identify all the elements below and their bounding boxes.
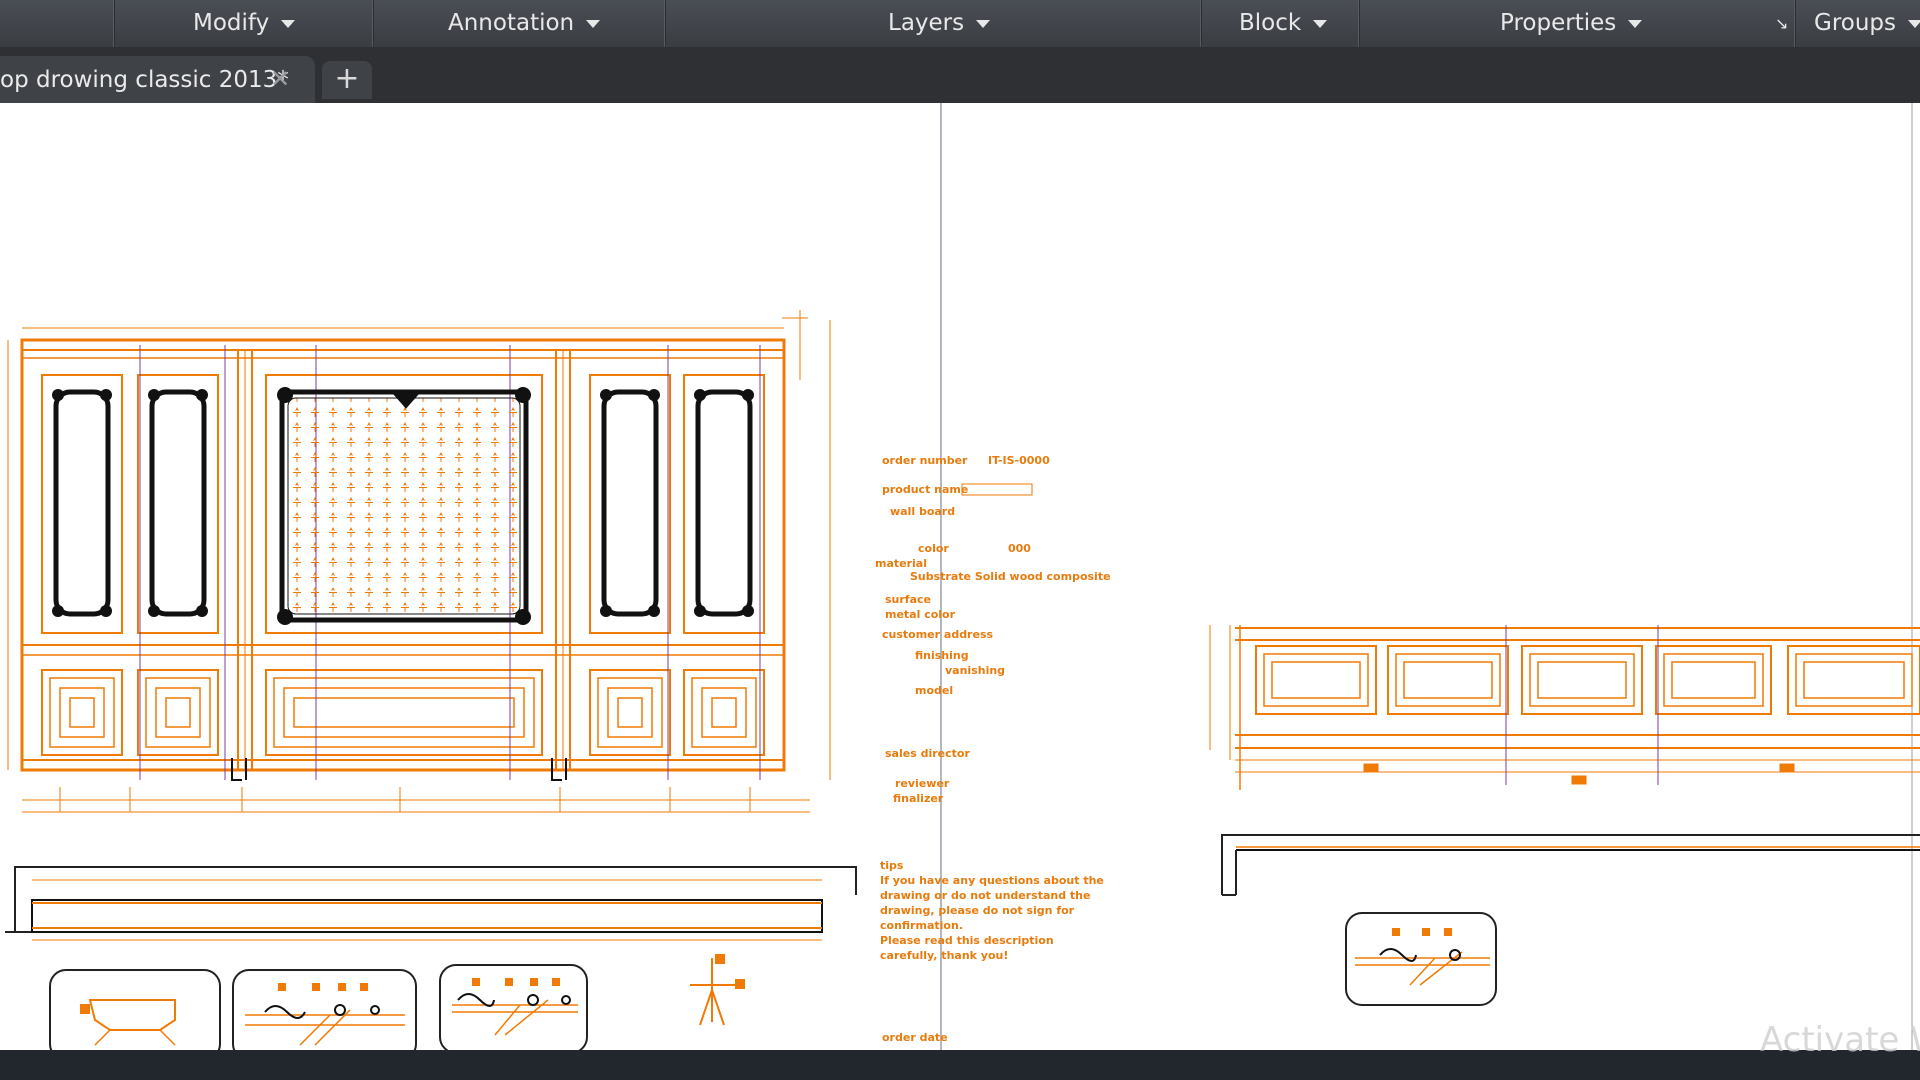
dropdown-arrow-icon <box>1908 19 1920 28</box>
file-tab-label: op drowing classic 2013* <box>0 67 289 93</box>
info-tag: material <box>875 557 927 570</box>
ribbon-panel-label: Block <box>1239 10 1302 36</box>
info-tag: order date <box>882 1031 948 1044</box>
activate-windows-watermark: Activate W <box>1760 1020 1920 1060</box>
ribbon-panel-groups[interactable]: Groups <box>1796 0 1920 47</box>
info-tag: finalizer <box>893 792 944 805</box>
panel-launcher-arrow-icon[interactable]: ↘ <box>1775 14 1789 33</box>
profile-detail-1 <box>49 969 221 1050</box>
file-tab-active[interactable]: op drowing classic 2013* ✕ <box>0 56 315 103</box>
profile-detail-3 <box>439 964 588 1050</box>
ribbon-panel-label: Layers <box>888 10 965 36</box>
section-plan-right <box>1221 834 1920 896</box>
measure-guides-right <box>1505 625 1659 785</box>
order-info-block: order number IT-IS-0000 product name wal… <box>875 454 1111 1044</box>
tips-line-4: confirmation. <box>880 919 963 932</box>
ribbon-panel-bar: Modify Annotation Layers Block Propertie… <box>0 0 1920 48</box>
close-icon[interactable]: ✕ <box>270 65 291 93</box>
ucs-axis-icon <box>690 954 745 1026</box>
ribbon-panel-label: Modify <box>193 10 270 36</box>
info-tag: color <box>918 542 949 555</box>
info-tag: customer address <box>882 628 993 641</box>
info-tag: reviewer <box>895 777 950 790</box>
info-value-order-number: IT-IS-0000 <box>988 454 1050 467</box>
wall-elevation-left <box>7 310 831 813</box>
ribbon-panel-block[interactable]: Block <box>1202 0 1360 47</box>
tips-line-1: If you have any questions about the <box>880 874 1104 887</box>
info-tag: metal color <box>885 608 956 621</box>
ribbon-panel-layers[interactable]: Layers <box>666 0 1202 47</box>
ribbon-panel-label: Annotation <box>448 10 575 36</box>
info-value-finishing: vanishing <box>945 664 1005 677</box>
tips-line-5: Please read this description <box>880 934 1054 947</box>
dropdown-arrow-icon <box>586 19 601 28</box>
dropdown-arrow-icon <box>1628 19 1643 28</box>
plus-icon: + <box>334 61 360 96</box>
ribbon-panel-properties[interactable]: Properties ↘ <box>1360 0 1796 47</box>
section-plan-left <box>5 866 857 941</box>
profile-detail-right <box>1345 912 1497 1006</box>
new-tab-button[interactable]: + <box>322 61 372 99</box>
info-tag: wall board <box>890 505 955 518</box>
tips-line-3: drawing, please do not sign for <box>880 904 1075 917</box>
info-tag: product name <box>882 483 968 496</box>
info-tag: finishing <box>915 649 969 662</box>
tips-line-6: carefully, thank you! <box>880 949 1008 962</box>
drawing-canvas[interactable]: order number IT-IS-0000 product name wal… <box>0 103 1920 1050</box>
ribbon-panel-left-stub[interactable] <box>0 0 115 47</box>
ribbon-panel-annotation[interactable]: Annotation <box>374 0 666 47</box>
dropdown-arrow-icon <box>281 19 296 28</box>
dropdown-arrow-icon <box>1313 19 1328 28</box>
profile-detail-2 <box>232 969 417 1050</box>
carved-panels <box>52 387 754 625</box>
info-value-color: 000 <box>1008 542 1031 555</box>
info-tag: sales director <box>885 747 970 760</box>
info-tag: order number <box>882 454 968 467</box>
tips-line-2: drawing or do not understand the <box>880 889 1090 902</box>
wainscot-elevation-right <box>1209 625 1920 790</box>
ribbon-panel-label: Properties <box>1500 10 1617 36</box>
ribbon-panel-label: Groups <box>1814 10 1897 36</box>
file-tab-bar: op drowing classic 2013* ✕ + <box>0 47 1920 103</box>
dropdown-arrow-icon <box>976 19 991 28</box>
info-tag: surface <box>885 593 931 606</box>
info-value-material: Substrate Solid wood composite <box>910 570 1111 583</box>
ribbon-panel-modify[interactable]: Modify <box>115 0 374 47</box>
info-tag: model <box>915 684 953 697</box>
info-tag: tips <box>880 859 904 872</box>
status-bar <box>0 1050 1920 1080</box>
